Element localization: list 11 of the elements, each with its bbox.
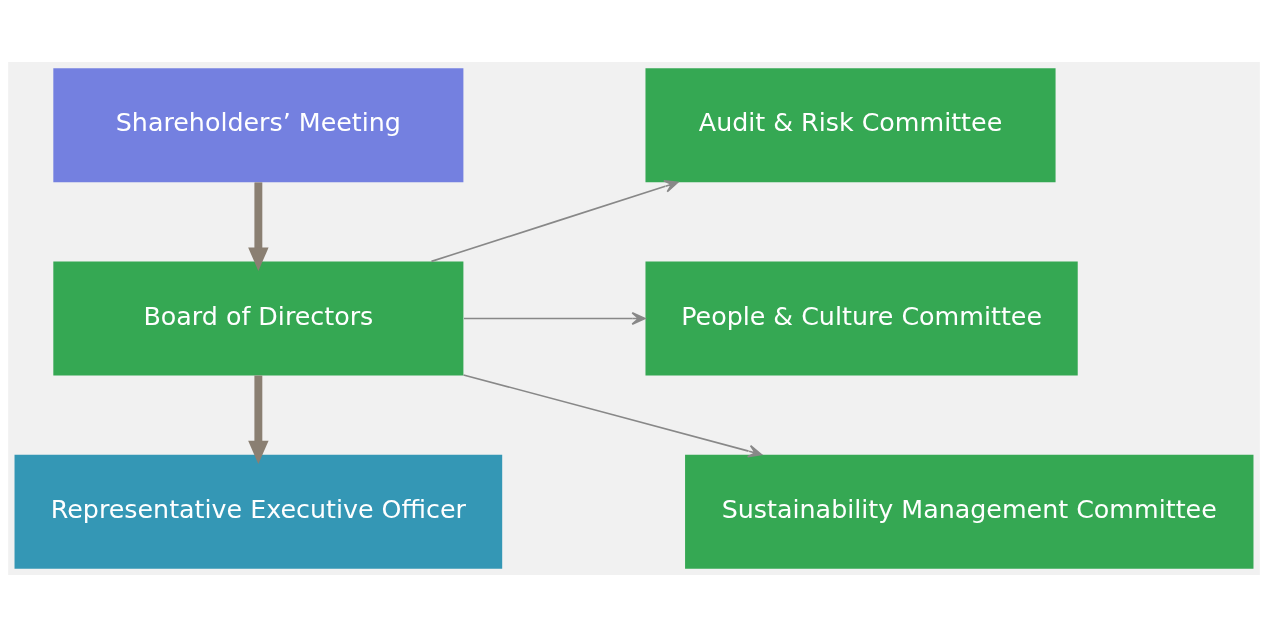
arrow <box>248 181 269 271</box>
node-box: Shareholders’ Meeting <box>53 67 464 182</box>
node-box: Representative Executive Officer <box>14 454 503 569</box>
arrow <box>463 311 646 325</box>
arrow <box>430 179 679 262</box>
arrow <box>248 375 269 464</box>
arrow <box>462 373 763 458</box>
node-box: Audit & Risk Committee <box>645 67 1056 182</box>
node-box: People & Culture Committee <box>645 261 1078 375</box>
node-box: Sustainability Management Committee <box>685 454 1254 569</box>
node-box: Board of Directors <box>53 261 464 375</box>
